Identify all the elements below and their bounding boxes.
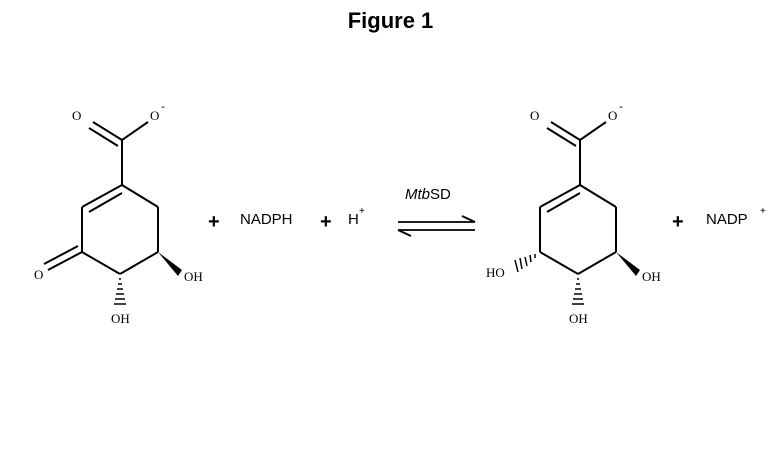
enzyme-organism: Mtb: [405, 186, 430, 203]
negative-charge: -: [161, 99, 165, 113]
hydroxyl-label: OH: [184, 269, 203, 284]
ring-bond: [580, 185, 616, 207]
ketone-bond: [48, 252, 82, 270]
ring-bond: [120, 252, 158, 274]
plus-sign: +: [208, 211, 220, 233]
carboxylate-oxygen: O: [150, 108, 159, 123]
wedge-bond: [616, 252, 640, 276]
ring-bond: [578, 252, 616, 274]
plus-sign: +: [672, 211, 684, 233]
ring-bond: [82, 252, 120, 274]
wedge-bond: [158, 252, 182, 276]
dehydroshikimate-structure: [44, 122, 158, 274]
enzyme-name: SD: [430, 186, 451, 203]
nadp-charge: +: [760, 206, 766, 217]
ketone-oxygen: O: [34, 267, 43, 282]
ketone-bond: [44, 246, 78, 264]
carbonyl-bond: [547, 128, 576, 146]
hydroxyl-label: OH: [111, 311, 130, 326]
ring-bond: [540, 252, 578, 274]
carbonyl-bond: [93, 122, 122, 140]
enzyme-label: MtbSD: [405, 186, 451, 203]
hydroxyl-label: OH: [569, 311, 588, 326]
carboxyl-o-bond: [580, 122, 606, 140]
negative-charge: -: [619, 99, 623, 113]
carbonyl-oxygen: O: [530, 108, 539, 123]
shikimate-structure: [540, 122, 616, 274]
hashed-bond: [572, 279, 584, 304]
carboxylate-oxygen: O: [608, 108, 617, 123]
nadph-label: NADPH: [240, 211, 293, 228]
ring-double-bond: [547, 193, 580, 212]
proton-charge: +: [359, 206, 365, 217]
hashed-bond: [515, 254, 535, 272]
ring-double-bond: [89, 193, 122, 212]
hydroxyl-label: OH: [642, 269, 661, 284]
carboxyl-o-bond: [122, 122, 148, 140]
carbonyl-bond: [551, 122, 580, 140]
proton-label: H: [348, 211, 359, 228]
carbonyl-oxygen: O: [72, 108, 81, 123]
hydroxyl-label: HO: [486, 265, 505, 280]
carbonyl-bond: [89, 128, 118, 146]
hashed-bond: [114, 279, 126, 304]
plus-sign: +: [320, 211, 332, 233]
equilibrium-arrows: [398, 216, 475, 236]
nadp-label: NADP: [706, 211, 748, 228]
ring-bond: [122, 185, 158, 207]
